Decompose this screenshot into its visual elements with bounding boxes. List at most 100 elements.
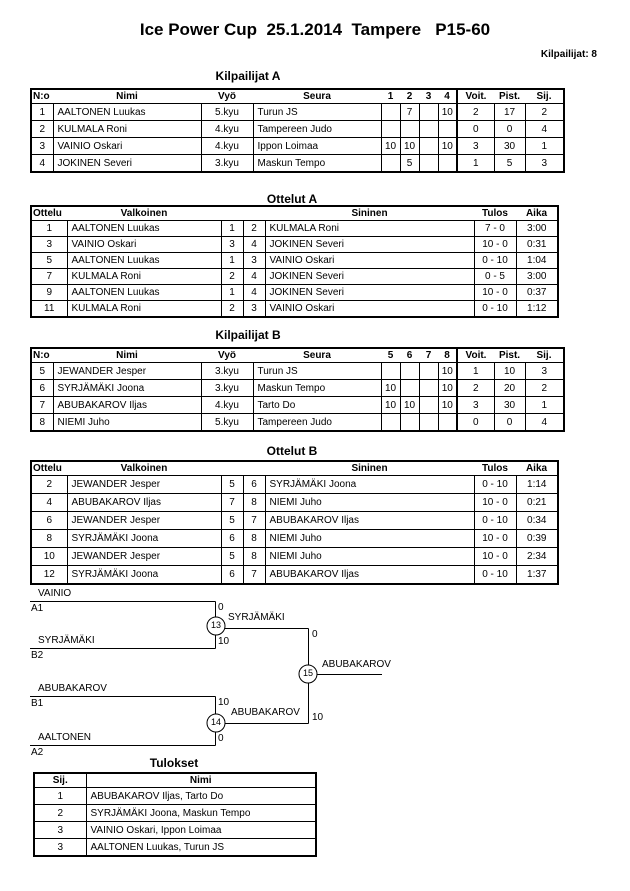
cell-wn: 6 — [220, 529, 244, 548]
cell-belt: 5.kyu — [200, 413, 254, 432]
cell-no: 5 — [30, 362, 54, 380]
cell-name: ABUBAKAROV Iljas, Tarto Do — [85, 787, 317, 805]
col-header-bn — [243, 206, 265, 221]
cell-place: 4 — [524, 120, 565, 138]
cell-s1 — [380, 154, 401, 173]
cell-wn: 7 — [220, 493, 244, 512]
cell-match: 5 — [30, 252, 68, 269]
col-header-place: Sij. — [34, 773, 87, 788]
cell-s1 — [380, 413, 401, 432]
cell-wn: 5 — [220, 511, 244, 530]
cell-blue: JOKINEN Severi — [264, 236, 475, 253]
cell-result: 10 - 0 — [473, 236, 517, 253]
bracket-slot-score: 0 — [218, 602, 224, 613]
cell-wn: 1 — [220, 284, 244, 301]
bracket-slot-name: AALTONEN — [38, 732, 91, 743]
cell-name: SYRJÄMÄKI Joona — [52, 379, 202, 397]
col-header-match: Ottelu — [31, 461, 67, 476]
bracket-final-winner: ABUBAKAROV — [322, 659, 391, 670]
col-header-8: 8 — [438, 348, 457, 363]
col-header-result: Tulos — [474, 206, 516, 221]
competitors-a-table: N:o Nimi Vyö Seura 1 2 3 4 Voit. Pist. S… — [30, 88, 565, 173]
cell-white: KULMALA Roni — [66, 268, 222, 285]
bracket-lines — [30, 601, 382, 746]
cell-name: VAINIO Oskari, Ippon Loimaa — [85, 821, 317, 839]
match-number-badge: 13 — [210, 620, 221, 630]
section-heading-matches-b: Ottelut B — [266, 444, 318, 458]
col-header-blue: Sininen — [265, 206, 474, 221]
cell-place: 3 — [33, 821, 87, 839]
cell-blue: KULMALA Roni — [264, 220, 475, 237]
cell-no: 3 — [30, 137, 54, 155]
cell-belt: 4.kyu — [200, 396, 254, 414]
col-header-no: N:o — [31, 89, 53, 104]
col-header-wins: Voit. — [456, 89, 494, 104]
cell-s2 — [399, 379, 420, 397]
section-heading-matches-a: Ottelut A — [266, 192, 318, 206]
cell-place: 3 — [33, 838, 87, 857]
cell-match: 1 — [30, 220, 68, 237]
col-header-3: 3 — [419, 89, 438, 104]
cell-match: 10 — [30, 547, 68, 566]
bracket-slot-name: ABUBAKAROV — [38, 683, 107, 694]
cell-time: 3:00 — [515, 268, 559, 285]
cell-bn: 8 — [242, 547, 266, 566]
col-header-match: Ottelu — [31, 206, 67, 221]
cell-s2: 7 — [399, 103, 420, 121]
col-header-6: 6 — [400, 348, 419, 363]
cell-s4: 10 — [437, 103, 458, 121]
elimination-bracket: VAINIO A1 0 SYRJÄMÄKI B2 10 13 SYRJÄMÄKI… — [0, 580, 630, 770]
cell-white: JEWANDER Jesper — [66, 511, 222, 530]
cell-wins: 2 — [456, 103, 495, 121]
cell-name: ABUBAKAROV Iljas — [52, 396, 202, 414]
cell-wins: 1 — [456, 362, 495, 380]
cell-s3 — [418, 103, 439, 121]
cell-s4: 10 — [437, 137, 458, 155]
cell-s2: 5 — [399, 154, 420, 173]
col-header-name: Nimi — [86, 773, 316, 788]
cell-blue: SYRJÄMÄKI Joona — [264, 475, 475, 494]
bracket-slot-score: 0 — [218, 733, 224, 744]
cell-wins: 2 — [456, 379, 495, 397]
col-header-no: N:o — [31, 348, 53, 363]
cell-wins: 3 — [456, 137, 495, 155]
cell-blue: JOKINEN Severi — [264, 268, 475, 285]
cell-name: AALTONEN Luukas, Turun JS — [85, 838, 317, 857]
cell-s2: 10 — [399, 396, 420, 414]
cell-blue: NIEMI Juho — [264, 529, 475, 548]
cell-s3 — [418, 413, 439, 432]
cell-s4 — [437, 120, 458, 138]
cell-white: JEWANDER Jesper — [66, 547, 222, 566]
cell-result: 0 - 10 — [473, 475, 517, 494]
bracket-winner-name: ABUBAKAROV — [231, 707, 300, 718]
col-header-5: 5 — [381, 348, 400, 363]
cell-time: 0:21 — [515, 493, 559, 512]
cell-wn: 3 — [220, 236, 244, 253]
cell-place: 2 — [524, 379, 565, 397]
cell-wn: 1 — [220, 220, 244, 237]
cell-s1 — [380, 362, 401, 380]
cell-time: 1:37 — [515, 565, 559, 585]
cell-result: 10 - 0 — [473, 529, 517, 548]
cell-bn: 7 — [242, 511, 266, 530]
cell-no: 2 — [30, 120, 54, 138]
cell-place: 1 — [524, 137, 565, 155]
bracket-slot-name: VAINIO — [38, 588, 72, 599]
cell-belt: 4.kyu — [200, 120, 254, 138]
bracket-slot-name: SYRJÄMÄKI — [38, 635, 95, 646]
col-header-7: 7 — [419, 348, 438, 363]
col-header-points: Pist. — [494, 89, 525, 104]
cell-points: 17 — [493, 103, 526, 121]
cell-place: 3 — [524, 362, 565, 380]
col-header-belt: Vyö — [201, 89, 253, 104]
